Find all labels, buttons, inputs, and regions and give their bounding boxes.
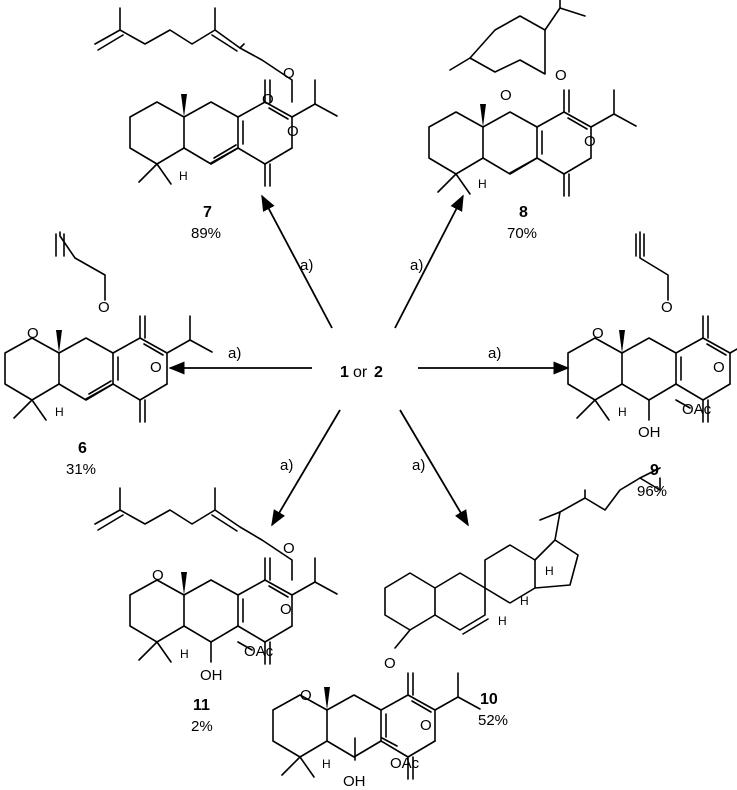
atom-o-7: O <box>283 65 295 82</box>
atom-h-9: H <box>618 405 627 419</box>
compound-yield-6: 31% <box>66 461 96 478</box>
atom-oac-10: OAc <box>390 755 420 772</box>
structure-7: O O O H <box>94 7 338 187</box>
compound-id-11: 11 <box>193 697 210 714</box>
atom-o-carbonyl-7a: O <box>262 91 274 108</box>
atom-h-7: H <box>179 169 188 183</box>
atom-o-carbonyl-10b: O <box>420 717 432 734</box>
center-compound-1: 1 <box>340 364 349 381</box>
atom-h-10a: H <box>498 614 507 628</box>
reagent-label-8: a) <box>410 257 423 274</box>
atom-o-carbonyl-9a: O <box>592 325 604 342</box>
center-connector: or <box>353 364 368 381</box>
atom-o-6: O <box>98 299 110 316</box>
structure-9: O O O OAc OH H <box>567 231 737 441</box>
atom-o-carbonyl-11a: O <box>152 567 164 584</box>
arrow-to-7 <box>261 194 333 329</box>
atom-o-carbonyl-6a: O <box>27 325 39 342</box>
atom-h-8: H <box>478 177 487 191</box>
arrow-to-8 <box>394 194 464 329</box>
structure-8: O O O H <box>428 0 637 197</box>
structure-11: O O O OAc OH H <box>94 487 338 684</box>
atom-o-8: O <box>555 67 567 84</box>
reagent-label-6: a) <box>228 345 241 362</box>
atom-o-carbonyl-9b: O <box>713 359 725 376</box>
atom-o-carbonyl-8b: O <box>584 133 596 150</box>
atom-o-carbonyl-6b: O <box>150 359 162 376</box>
compound-id-10: 10 <box>480 691 498 708</box>
compound-yield-11: 2% <box>191 718 213 735</box>
structure-6: O O O H <box>4 231 213 423</box>
arrow-to-11 <box>271 409 341 527</box>
reagent-label-9: a) <box>488 345 501 362</box>
atom-oh-11: OH <box>200 667 223 684</box>
atom-h-10b: H <box>520 594 529 608</box>
compound-yield-8: 70% <box>507 225 537 242</box>
atom-oh-9: OH <box>638 424 661 441</box>
compound-id-8: 8 <box>519 204 528 221</box>
atom-oac-11: OAc <box>244 643 274 660</box>
atom-o-11: O <box>283 540 295 557</box>
compound-yield-10: 52% <box>478 712 508 729</box>
atom-h-11: H <box>180 647 189 661</box>
atom-o-9: O <box>661 299 673 316</box>
arrow-to-10 <box>399 409 469 527</box>
atom-oac-9: OAc <box>682 401 712 418</box>
atom-h-10d: H <box>322 757 331 771</box>
atom-o-10: O <box>384 655 396 672</box>
center-compound-2: 2 <box>374 364 383 381</box>
reagent-label-10: a) <box>412 457 425 474</box>
atom-h-6: H <box>55 405 64 419</box>
atom-o-carbonyl-8a: O <box>500 87 512 104</box>
compound-yield-7: 89% <box>191 225 221 242</box>
reagent-label-11: a) <box>280 457 293 474</box>
structure-10: O H H H O O OAc OH H <box>272 467 661 790</box>
compound-id-6: 6 <box>78 440 87 457</box>
atom-o-carbonyl-10a: O <box>300 687 312 704</box>
reagent-label-7: a) <box>300 257 313 274</box>
atom-o-carbonyl-7b: O <box>287 123 299 140</box>
compound-id-7: 7 <box>203 204 212 221</box>
atom-o-carbonyl-11b: O <box>280 601 292 618</box>
atom-oh-10: OH <box>343 773 366 790</box>
atom-h-10c: H <box>545 564 554 578</box>
